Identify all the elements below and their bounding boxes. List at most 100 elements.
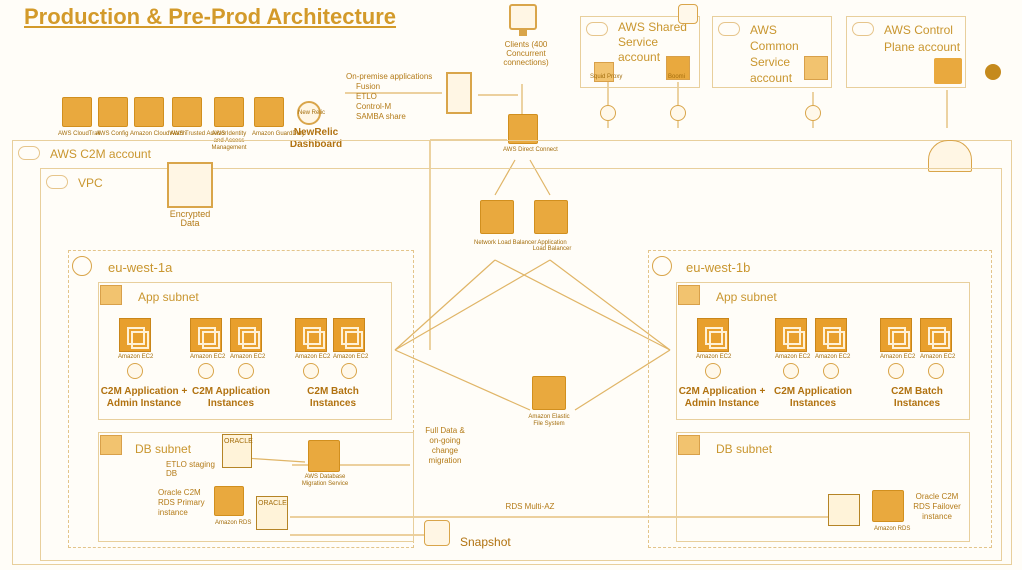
ec2-instance-icon	[880, 318, 912, 352]
newrelic-badge	[297, 101, 321, 125]
cloud-icon	[852, 22, 874, 36]
db-subnet-b-label: DB subnet	[716, 442, 773, 456]
common-service-label: AWS Common Service account	[750, 23, 799, 85]
ec2-label: Amazon EC2	[696, 354, 732, 360]
ec2-instance-icon	[815, 318, 847, 352]
newrelic-badge-label: New Relic	[298, 110, 326, 116]
oracle-etlo-db-icon	[222, 434, 252, 468]
boomi-icon	[666, 56, 690, 80]
vpn-endpoint-icon	[805, 105, 821, 121]
vpc-cloud-icon	[46, 175, 68, 189]
control-plane-label: AWS Control Plane account	[884, 23, 961, 54]
ec2-label: Amazon EC2	[775, 354, 811, 360]
monitor-stand-icon	[519, 30, 527, 36]
control-plane-account	[846, 16, 966, 88]
tunnel-icon	[678, 4, 698, 24]
ec2-instance-icon	[775, 318, 807, 352]
efs-label: Amazon Elastic File System	[528, 414, 570, 427]
subnet-icon	[100, 285, 122, 305]
vpc-label: VPC	[78, 176, 103, 190]
oracle-label: ORACLE	[224, 438, 253, 445]
network-load-balancer-icon	[480, 200, 514, 234]
db-subnet-a	[98, 432, 414, 542]
shared-service-account	[580, 16, 700, 88]
database-migration-service-icon	[308, 440, 340, 472]
group-app-a: C2M Application Instances	[192, 386, 270, 409]
encrypted-data-label: Encrypted Data	[169, 209, 211, 228]
onprem-item-controlm: Control-M	[356, 102, 392, 111]
instance-role-icon	[198, 363, 214, 379]
ec2-label: Amazon EC2	[880, 354, 916, 360]
ec2-label: Amazon EC2	[190, 354, 226, 360]
instance-role-icon	[238, 363, 254, 379]
toolbar-label: AWS Identity and Access Management	[211, 131, 247, 151]
ec2-label: Amazon EC2	[333, 354, 369, 360]
iam-icon	[214, 97, 244, 127]
vpn-endpoint-icon	[670, 105, 686, 121]
ec2-instance-icon	[119, 318, 151, 352]
rds-primary-label: Oracle C2M RDS Primary instance	[158, 488, 205, 517]
ec2-instance-icon	[230, 318, 262, 352]
common-service-account	[712, 16, 832, 88]
ec2-instance-icon	[295, 318, 327, 352]
clients-monitor-icon	[509, 4, 537, 30]
instance-role-icon	[888, 363, 904, 379]
region-pin-icon	[72, 256, 92, 276]
subnet-icon	[678, 285, 700, 305]
instance-role-icon	[823, 363, 839, 379]
nlb-label: Network Load Balancer	[474, 240, 537, 246]
amazon-rds-label: Amazon RDS	[874, 526, 911, 532]
region-pin-icon	[652, 256, 672, 276]
rds-primary-icon	[214, 486, 244, 516]
ec2-label: Amazon EC2	[295, 354, 331, 360]
ec2-label: Amazon EC2	[815, 354, 851, 360]
region-a-label: eu-west-1a	[108, 260, 173, 275]
elastic-file-system-icon	[532, 376, 566, 410]
cloud-icon	[18, 146, 40, 160]
onprem-item-etlo: ETLO	[356, 92, 377, 101]
toolbar-label: AWS CloudTrail	[58, 131, 101, 137]
app-subnet-a	[98, 282, 392, 420]
squid-proxy-label: Squid Proxy	[590, 74, 623, 80]
config-icon	[98, 97, 128, 127]
instance-role-icon	[127, 363, 143, 379]
snapshot-label: Snapshot	[460, 535, 511, 549]
etlo-db-label: ETLO staging DB	[166, 460, 215, 478]
boomi-label: Boomi	[668, 74, 686, 80]
dms-label: AWS Database Migration Service	[301, 474, 349, 487]
trusted-advisor-icon	[172, 97, 202, 127]
instance-role-icon	[705, 363, 721, 379]
squid-proxy-icon	[594, 62, 614, 82]
instance-role-icon	[303, 363, 319, 379]
ec2-instance-icon	[190, 318, 222, 352]
subnet-icon	[678, 435, 700, 455]
clients-label: Clients (400 Concurrent connections)	[503, 40, 549, 67]
region-b-label: eu-west-1b	[686, 260, 751, 275]
toolbar-label: Amazon GuardDuty	[252, 131, 305, 137]
group-app-b: C2M Application Instances	[774, 386, 852, 409]
direct-connect-icon	[508, 114, 538, 144]
cloud-icon	[718, 22, 740, 36]
alb-label: Application Load Balancer	[532, 240, 572, 252]
app-subnet-b-label: App subnet	[716, 290, 777, 304]
control-plane-crane-icon	[934, 58, 962, 84]
direct-connect-label: AWS Direct Connect	[503, 147, 558, 153]
cloudtrail-icon	[62, 97, 92, 127]
group-admin-b: C2M Application + Admin Instance	[678, 386, 766, 409]
onprem-title: On-premise applications	[346, 72, 433, 81]
c2m-account	[12, 140, 1012, 565]
vpn-endpoint-icon	[600, 105, 616, 121]
subnet-icon	[100, 435, 122, 455]
group-batch-a: C2M Batch Instances	[307, 386, 359, 409]
oracle-rds-db-icon	[256, 496, 288, 530]
ec2-label: Amazon EC2	[230, 354, 266, 360]
instance-role-icon	[783, 363, 799, 379]
onprem-item-fusion: Fusion	[356, 82, 381, 91]
vpc	[40, 168, 1002, 561]
oracle-failover-db-icon	[828, 494, 860, 526]
toolbar-label: AWS Config	[96, 131, 129, 137]
db-subnet-b	[676, 432, 970, 542]
amazon-rds-label: Amazon RDS	[215, 520, 252, 526]
c2m-account-label: AWS C2M account	[50, 147, 151, 161]
github-icon	[985, 64, 1001, 80]
